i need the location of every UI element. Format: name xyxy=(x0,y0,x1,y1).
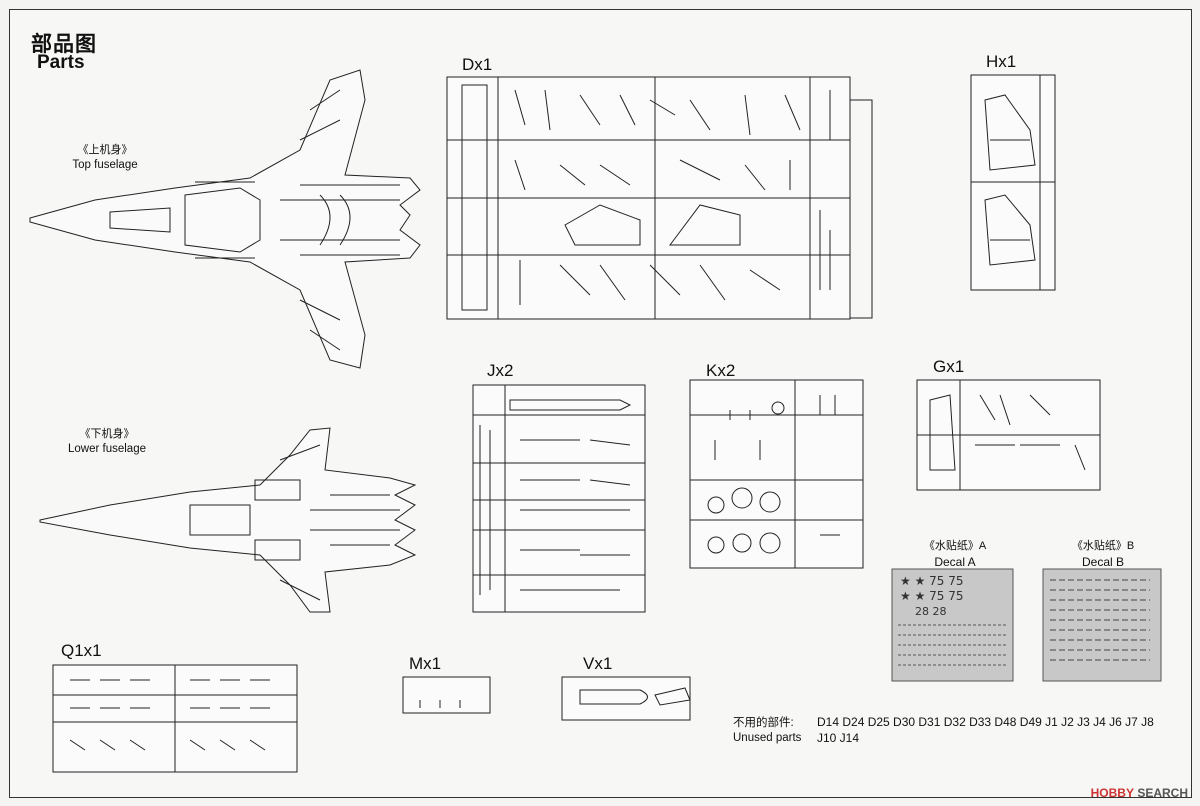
watermark-suffix: SEARCH xyxy=(1137,786,1188,800)
sprue-gx1-drawing xyxy=(916,379,1101,491)
lower-fuselage-caption: 《下机身》 Lower fuselage xyxy=(52,425,162,455)
sprue-kx2-drawing xyxy=(689,379,864,569)
watermark: HOBBY SEARCH xyxy=(1091,786,1188,800)
page-title-en: Parts xyxy=(37,52,85,73)
unused-parts-label: 不用的部件: Unused parts xyxy=(733,716,801,746)
unused-parts-en: Unused parts xyxy=(733,732,802,744)
sprue-mx1-drawing xyxy=(402,676,491,714)
sprue-label-jx2: Jx2 xyxy=(487,361,514,380)
lower-fuselage-en: Lower fuselage xyxy=(68,443,146,455)
decal-a-caption: 《水贴纸》A Decal A xyxy=(910,537,1000,569)
unused-parts-line1: D14 D24 D25 D30 D31 D32 D33 D48 D49 J1 J… xyxy=(817,715,1154,729)
lower-fuselage-cn: 《下机身》 xyxy=(79,428,135,440)
svg-text:★ ★ 75 75: ★ ★ 75 75 xyxy=(900,589,964,603)
sprue-label-mx1: Mx1 xyxy=(409,654,442,673)
lower-fuselage-drawing xyxy=(39,427,417,613)
decal-b-caption: 《水贴纸》B Decal B xyxy=(1058,537,1148,569)
sprue-label-hx1: Hx1 xyxy=(986,52,1017,71)
sprue-label-gx1: Gx1 xyxy=(933,357,965,376)
decal-a-en: Decal A xyxy=(934,555,976,569)
sprue-label-kx2: Kx2 xyxy=(706,361,736,380)
sprue-hx1-drawing xyxy=(970,74,1056,291)
svg-text:★ ★ 75 75: ★ ★ 75 75 xyxy=(900,574,964,588)
decal-a-sheet: ★ ★ 75 75 ★ ★ 75 75 28 28 xyxy=(891,568,1014,682)
top-fuselage-caption: 《上机身》 Top fuselage xyxy=(60,141,150,171)
sprue-label-vx1: Vx1 xyxy=(583,654,613,673)
sprue-dx1-drawing xyxy=(446,76,873,320)
decal-b-en: Decal B xyxy=(1081,555,1125,569)
sprue-jx2-drawing xyxy=(472,384,646,613)
sprue-vx1-drawing xyxy=(561,676,691,721)
decal-a-cn: 《水贴纸》A xyxy=(923,540,987,552)
top-fuselage-en: Top fuselage xyxy=(72,159,138,171)
top-fuselage-drawing xyxy=(29,69,421,369)
sprue-label-q1x1: Q1x1 xyxy=(61,641,102,660)
decal-b-cn: 《水贴纸》B xyxy=(1071,540,1135,552)
watermark-brand: HOBBY xyxy=(1090,786,1134,800)
top-fuselage-cn: 《上机身》 xyxy=(77,144,133,156)
unused-parts-cn: 不用的部件: xyxy=(733,717,794,729)
svg-text:28 28: 28 28 xyxy=(915,605,947,618)
unused-parts-line2: J10 J14 xyxy=(817,731,860,745)
page-title-cn: 部品图 xyxy=(31,33,97,56)
sprue-q1x1-drawing xyxy=(52,664,298,773)
unused-parts-list: D14 D24 D25 D30 D31 D32 D33 D48 D49 J1 J… xyxy=(817,714,1167,746)
decal-b-sheet xyxy=(1042,568,1162,682)
sprue-label-dx1: Dx1 xyxy=(462,55,493,74)
